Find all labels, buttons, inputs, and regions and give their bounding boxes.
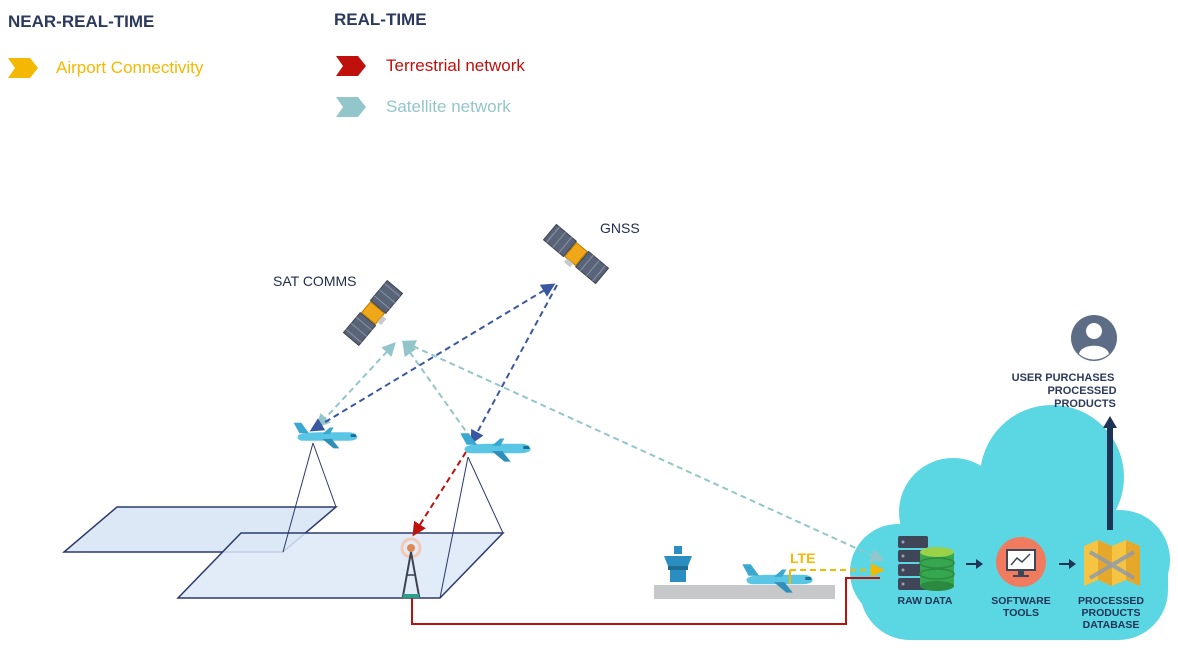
user-label-line1: USER PURCHASES: [1012, 372, 1115, 384]
airplane-1-icon: [293, 422, 358, 449]
sat-comms-label: SAT COMMS: [273, 273, 357, 289]
sat-link-plane1: [316, 341, 396, 429]
raw-data-label: RAW DATA: [897, 595, 952, 607]
user-avatar-icon: [1071, 315, 1117, 361]
sat-link-cloud: [401, 340, 885, 562]
control-tower-icon: [664, 546, 692, 582]
chevron-teal-icon: [336, 97, 366, 117]
sat-comms-satellite-icon: [342, 279, 407, 350]
runway: [654, 585, 835, 599]
terrestrial-ground-line: [411, 577, 880, 625]
processed-db-label-line1: PROCESSED: [1078, 595, 1144, 607]
radio-tower-icon: [400, 537, 422, 598]
chevron-red-icon: [336, 56, 366, 76]
flow-arrow-1: [966, 559, 983, 569]
processed-db-label-line2: PRODUCTS: [1082, 607, 1141, 619]
chevron-yellow-icon: [8, 58, 38, 78]
legend-heading-real-time: REAL-TIME: [334, 10, 427, 29]
legend-heading-near-real-time: NEAR-REAL-TIME: [8, 12, 155, 31]
gnss-label: GNSS: [600, 220, 640, 236]
user-label-line2: PROCESSED: [1047, 385, 1116, 397]
upload-arrow-shaft: [1107, 428, 1113, 530]
user-label-line3: PRODUCTS: [1054, 398, 1116, 410]
upload-arrow-head: [1103, 416, 1117, 428]
software-tools-icon: [996, 537, 1046, 587]
software-tools-label-line1: SOFTWARE: [991, 595, 1051, 607]
gnss-satellite-icon: [539, 223, 610, 288]
legend-item-terrestrial-network: Terrestrial network: [386, 56, 525, 75]
airplane-2-icon: [460, 433, 531, 462]
gnss-link-plane1: [309, 283, 556, 432]
sat-link-plane2: [402, 341, 471, 438]
footprint-line: [282, 442, 314, 553]
footprint-line: [467, 456, 504, 534]
legend-item-airport-connectivity: Airport Connectivity: [56, 58, 204, 77]
processed-products-database-icon: [1084, 540, 1140, 586]
software-tools-label-line2: TOOLS: [1003, 607, 1039, 619]
raw-data-icon: [898, 536, 955, 591]
terrestrial-link-tower: [412, 451, 467, 537]
flow-arrow-2: [1059, 559, 1076, 569]
processed-db-label-line3: DATABASE: [1083, 619, 1140, 631]
legend-item-satellite-network: Satellite network: [386, 97, 511, 116]
footprint-line: [312, 442, 337, 508]
lte-label: LTE: [790, 550, 815, 566]
